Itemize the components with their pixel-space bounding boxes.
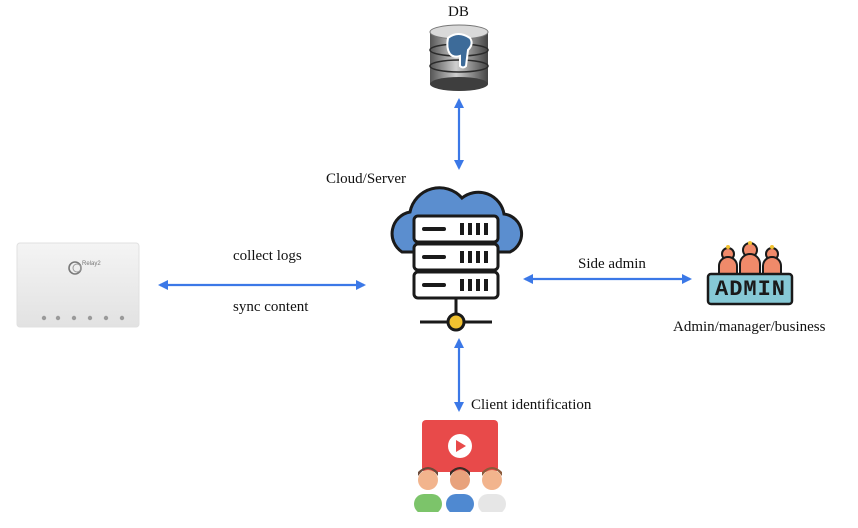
link-label-side-admin: Side admin: [578, 256, 646, 272]
cloud-server-icon: [390, 186, 524, 332]
device-brand-text: Relay2: [82, 261, 101, 267]
admin-label: Admin/manager/business: [673, 319, 826, 335]
db-label: DB: [448, 4, 469, 20]
link-label-client-identification: Client identification: [471, 397, 592, 413]
server-label: Cloud/Server: [326, 171, 406, 187]
admin-badge-text: ADMIN: [715, 277, 787, 302]
link-label-collect-logs: collect logs: [233, 248, 302, 264]
router-device-icon: [16, 242, 140, 328]
database-icon: [429, 24, 489, 91]
video-audience-icon: [414, 420, 506, 512]
admin-icon: [706, 241, 794, 306]
link-label-sync-content: sync content: [233, 299, 309, 315]
